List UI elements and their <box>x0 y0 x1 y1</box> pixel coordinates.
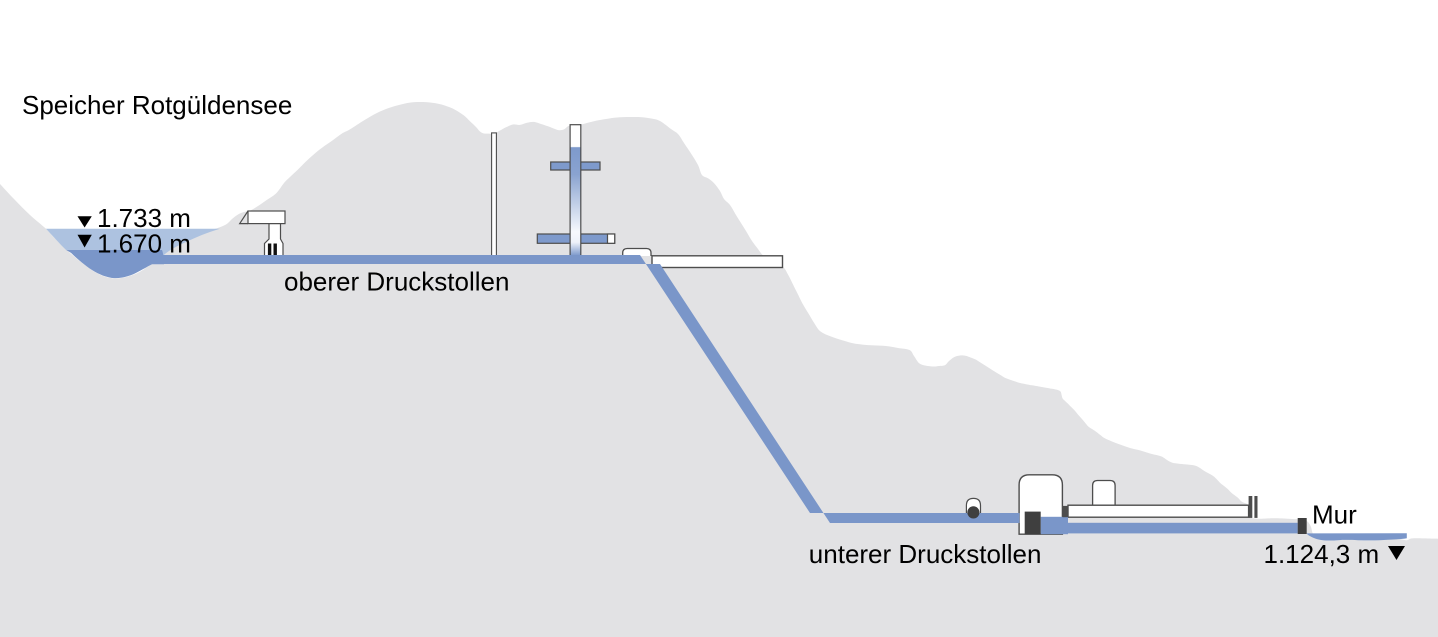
svg-text:1.733 m: 1.733 m <box>97 203 191 233</box>
svg-text:1.124,3 m: 1.124,3 m <box>1264 539 1380 569</box>
svg-text:1.670 m: 1.670 m <box>97 229 191 259</box>
svg-text:Speicher Rotgüldensee: Speicher Rotgüldensee <box>22 90 292 120</box>
svg-text:oberer Druckstollen: oberer Druckstollen <box>284 267 509 297</box>
svg-text:unterer Druckstollen: unterer Druckstollen <box>809 539 1042 569</box>
svg-text:Mur: Mur <box>1312 500 1357 530</box>
